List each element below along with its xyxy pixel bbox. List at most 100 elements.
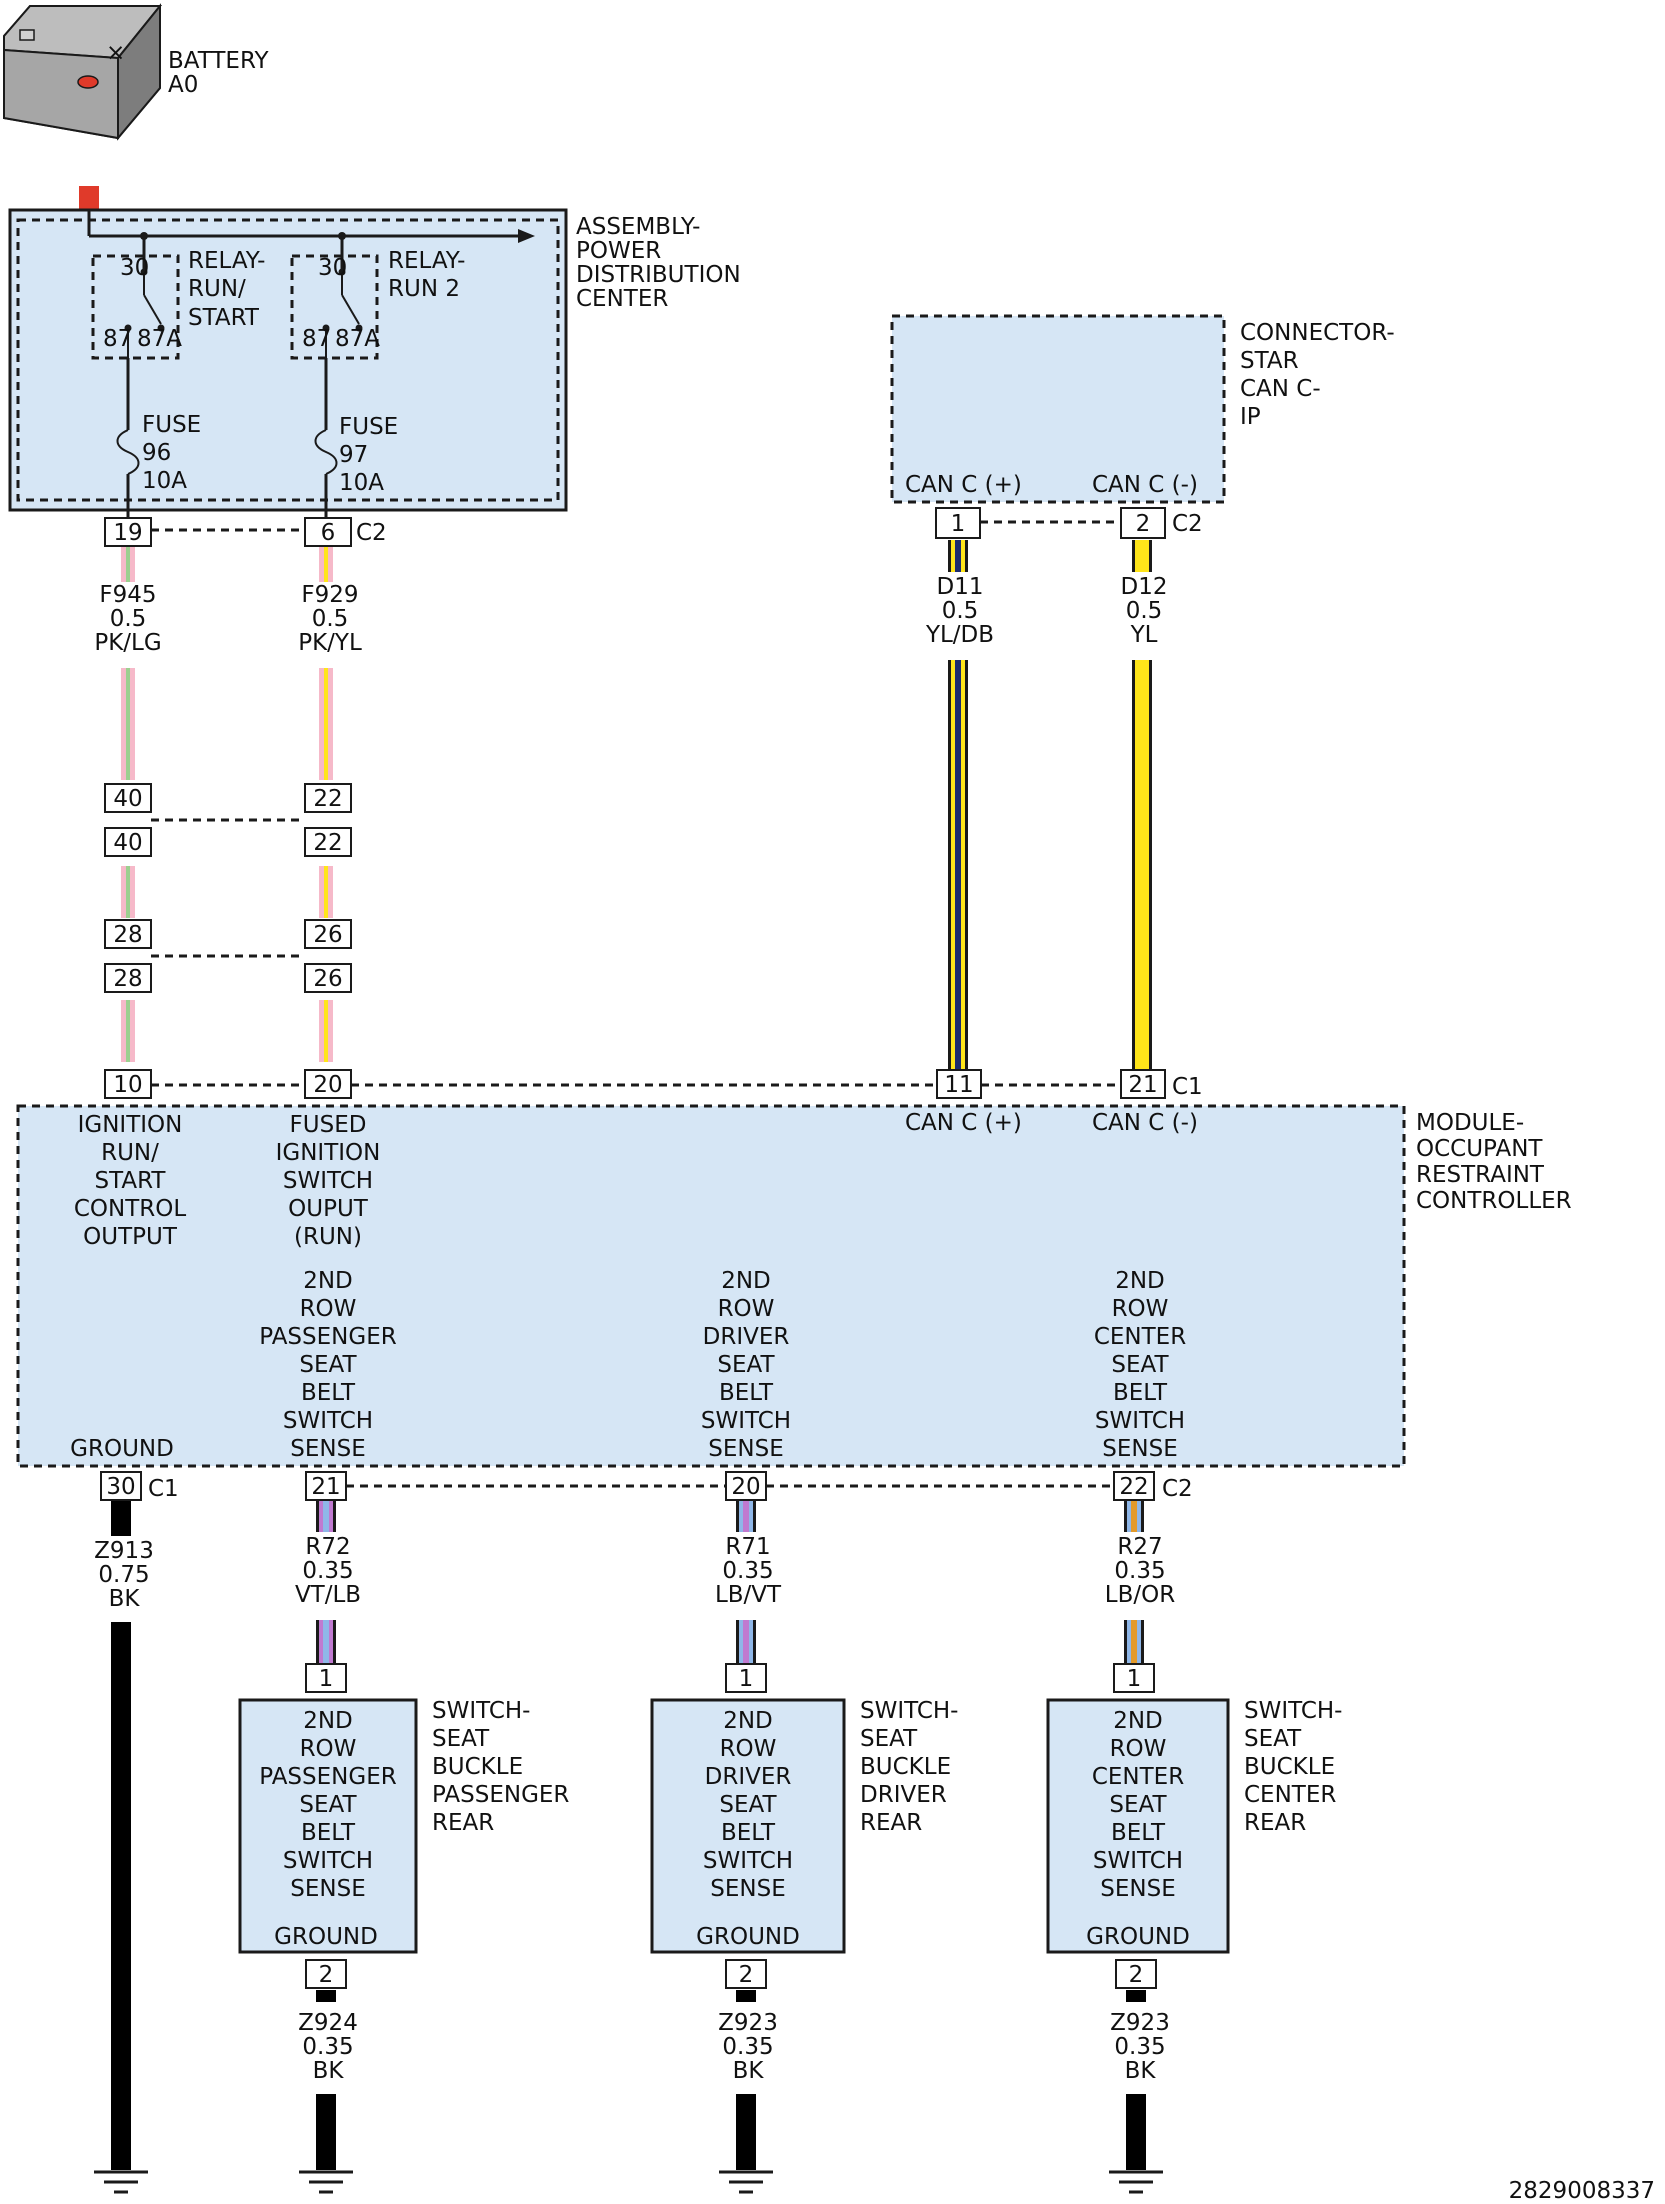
svg-text:GROUND: GROUND	[1086, 1924, 1190, 1950]
inline-pin-22-b: 22	[304, 827, 352, 857]
svg-text:ROW: ROW	[300, 1736, 357, 1762]
svg-text:SWITCH: SWITCH	[283, 1168, 373, 1194]
r71-gauge: 0.35	[722, 1558, 773, 1584]
svg-text:PASSENGER: PASSENGER	[259, 1764, 396, 1790]
svg-text:26: 26	[313, 966, 342, 992]
orc-label-3: RESTRAINT	[1416, 1162, 1545, 1188]
switch1-box	[238, 1698, 418, 1954]
svg-text:30: 30	[106, 1474, 135, 1500]
svg-text:BUCKLE: BUCKLE	[860, 1754, 951, 1780]
svg-text:SENSE: SENSE	[1102, 1436, 1177, 1462]
star-pin-label-minus: CAN C (-)	[1092, 472, 1198, 498]
inline-pin-26-a: 26	[304, 919, 352, 949]
svg-text:BUCKLE: BUCKLE	[432, 1754, 523, 1780]
wire-r72	[316, 1500, 336, 1664]
svg-text:SWITCH: SWITCH	[1095, 1408, 1185, 1434]
f929-color: PK/YL	[298, 630, 362, 656]
z924-color: BK	[313, 2058, 345, 2084]
svg-text:SENSE: SENSE	[290, 1876, 365, 1902]
inline-pin-40-b: 40	[104, 827, 152, 857]
relay2-pin-30: 30	[318, 255, 347, 281]
ground-icon	[719, 2170, 773, 2194]
switch3-label: SWITCH- SEAT BUCKLE CENTER REAR	[1244, 1698, 1342, 1836]
orc-pin-label-can-minus: CAN C (-)	[1092, 1110, 1198, 1136]
svg-text:SWITCH-: SWITCH-	[432, 1698, 530, 1724]
f929-code: F929	[301, 582, 358, 608]
fuse1-number: 96	[142, 440, 171, 466]
orc-top-connector: C1	[1172, 1074, 1203, 1100]
z923a-gauge: 0.35	[722, 2034, 773, 2060]
r27-code: R27	[1117, 1534, 1162, 1560]
wire-z924	[316, 2094, 336, 2170]
switch3-pin-1: 1	[1113, 1663, 1155, 1693]
relay1-pin-87a: 87A	[137, 326, 182, 352]
svg-text:BELT: BELT	[1111, 1820, 1166, 1846]
svg-text:40: 40	[113, 830, 142, 856]
orc-pin-10: 10	[104, 1069, 152, 1099]
wire-z923a-stub	[736, 1990, 756, 2002]
orc-ground-connector: C1	[148, 1476, 179, 1502]
ground-icon	[94, 2170, 148, 2194]
z913-color: BK	[109, 1586, 141, 1612]
z923b-code: Z923	[1110, 2010, 1170, 2036]
svg-text:SEAT: SEAT	[719, 1792, 777, 1818]
wire-r27	[1124, 1500, 1144, 1664]
svg-text:PASSENGER: PASSENGER	[432, 1782, 569, 1808]
svg-text:21: 21	[311, 1474, 340, 1500]
svg-text:2ND: 2ND	[303, 1268, 353, 1294]
svg-text:2ND: 2ND	[723, 1708, 773, 1734]
switch2-inner-text: 2ND ROW DRIVER SEAT BELT SWITCH SENSE GR…	[696, 1708, 800, 1950]
orc-pin-label-can-plus: CAN C (+)	[905, 1110, 1022, 1136]
svg-text:1: 1	[1127, 1666, 1142, 1692]
svg-text:CENTER: CENTER	[1092, 1764, 1184, 1790]
relay1-label-3: START	[188, 305, 260, 331]
wire-z923a	[736, 2094, 756, 2170]
f945-gauge: 0.5	[110, 606, 147, 632]
relay-run-start: 30 87 87A	[91, 254, 182, 360]
z923a-code: Z923	[718, 2010, 778, 2036]
svg-text:1: 1	[319, 1666, 334, 1692]
svg-text:22: 22	[1119, 1474, 1148, 1500]
star-label-3: CAN C-	[1240, 376, 1321, 402]
r27-gauge: 0.35	[1114, 1558, 1165, 1584]
svg-text:REAR: REAR	[432, 1810, 494, 1836]
svg-text:DRIVER: DRIVER	[703, 1324, 790, 1350]
svg-text:GROUND: GROUND	[696, 1924, 800, 1950]
orc-pin-11: 11	[936, 1069, 982, 1099]
svg-text:28: 28	[113, 922, 142, 948]
svg-text:26: 26	[313, 922, 342, 948]
orc-pin-label-pass-sense: 2ND ROW PASSENGER SEAT BELT SWITCH SENSE	[259, 1268, 396, 1462]
pdc-label-3: DISTRIBUTION	[576, 262, 741, 288]
switch1-inner-text: 2ND ROW PASSENGER SEAT BELT SWITCH SENSE…	[259, 1708, 396, 1950]
z923b-gauge: 0.35	[1114, 2034, 1165, 2060]
switch1-pin-2: 2	[305, 1959, 347, 1989]
r72-gauge: 0.35	[302, 1558, 353, 1584]
svg-text:1: 1	[739, 1666, 754, 1692]
switch1-label: SWITCH- SEAT BUCKLE PASSENGER REAR	[432, 1698, 569, 1836]
fuse2-label: FUSE	[339, 414, 398, 440]
wire-d12	[1132, 540, 1152, 1070]
svg-text:REAR: REAR	[1244, 1810, 1306, 1836]
d12-gauge: 0.5	[1126, 598, 1163, 624]
svg-text:ROW: ROW	[718, 1296, 775, 1322]
svg-text:RUN/: RUN/	[101, 1140, 159, 1166]
svg-text:2: 2	[739, 1962, 754, 1988]
inline-pin-22-a: 22	[304, 783, 352, 813]
z924-gauge: 0.35	[302, 2034, 353, 2060]
svg-text:SENSE: SENSE	[290, 1436, 365, 1462]
d11-color: YL/DB	[925, 622, 994, 648]
star-pin-1: 1	[935, 507, 981, 539]
svg-text:CENTER: CENTER	[1094, 1324, 1186, 1350]
svg-text:2: 2	[1129, 1962, 1144, 1988]
switch3-inner-text: 2ND ROW CENTER SEAT BELT SWITCH SENSE GR…	[1086, 1708, 1190, 1950]
relay1-label-2: RUN/	[188, 276, 246, 302]
svg-text:ROW: ROW	[720, 1736, 777, 1762]
orc-pin-21-c2: 21	[305, 1471, 347, 1501]
svg-text:SWITCH: SWITCH	[283, 1848, 373, 1874]
d11-code: D11	[937, 574, 984, 600]
fuse-97-icon	[314, 429, 338, 475]
svg-text:19: 19	[113, 520, 142, 546]
svg-text:10: 10	[113, 1072, 142, 1098]
orc-pin-21: 21	[1120, 1069, 1166, 1099]
svg-text:1: 1	[951, 511, 966, 537]
